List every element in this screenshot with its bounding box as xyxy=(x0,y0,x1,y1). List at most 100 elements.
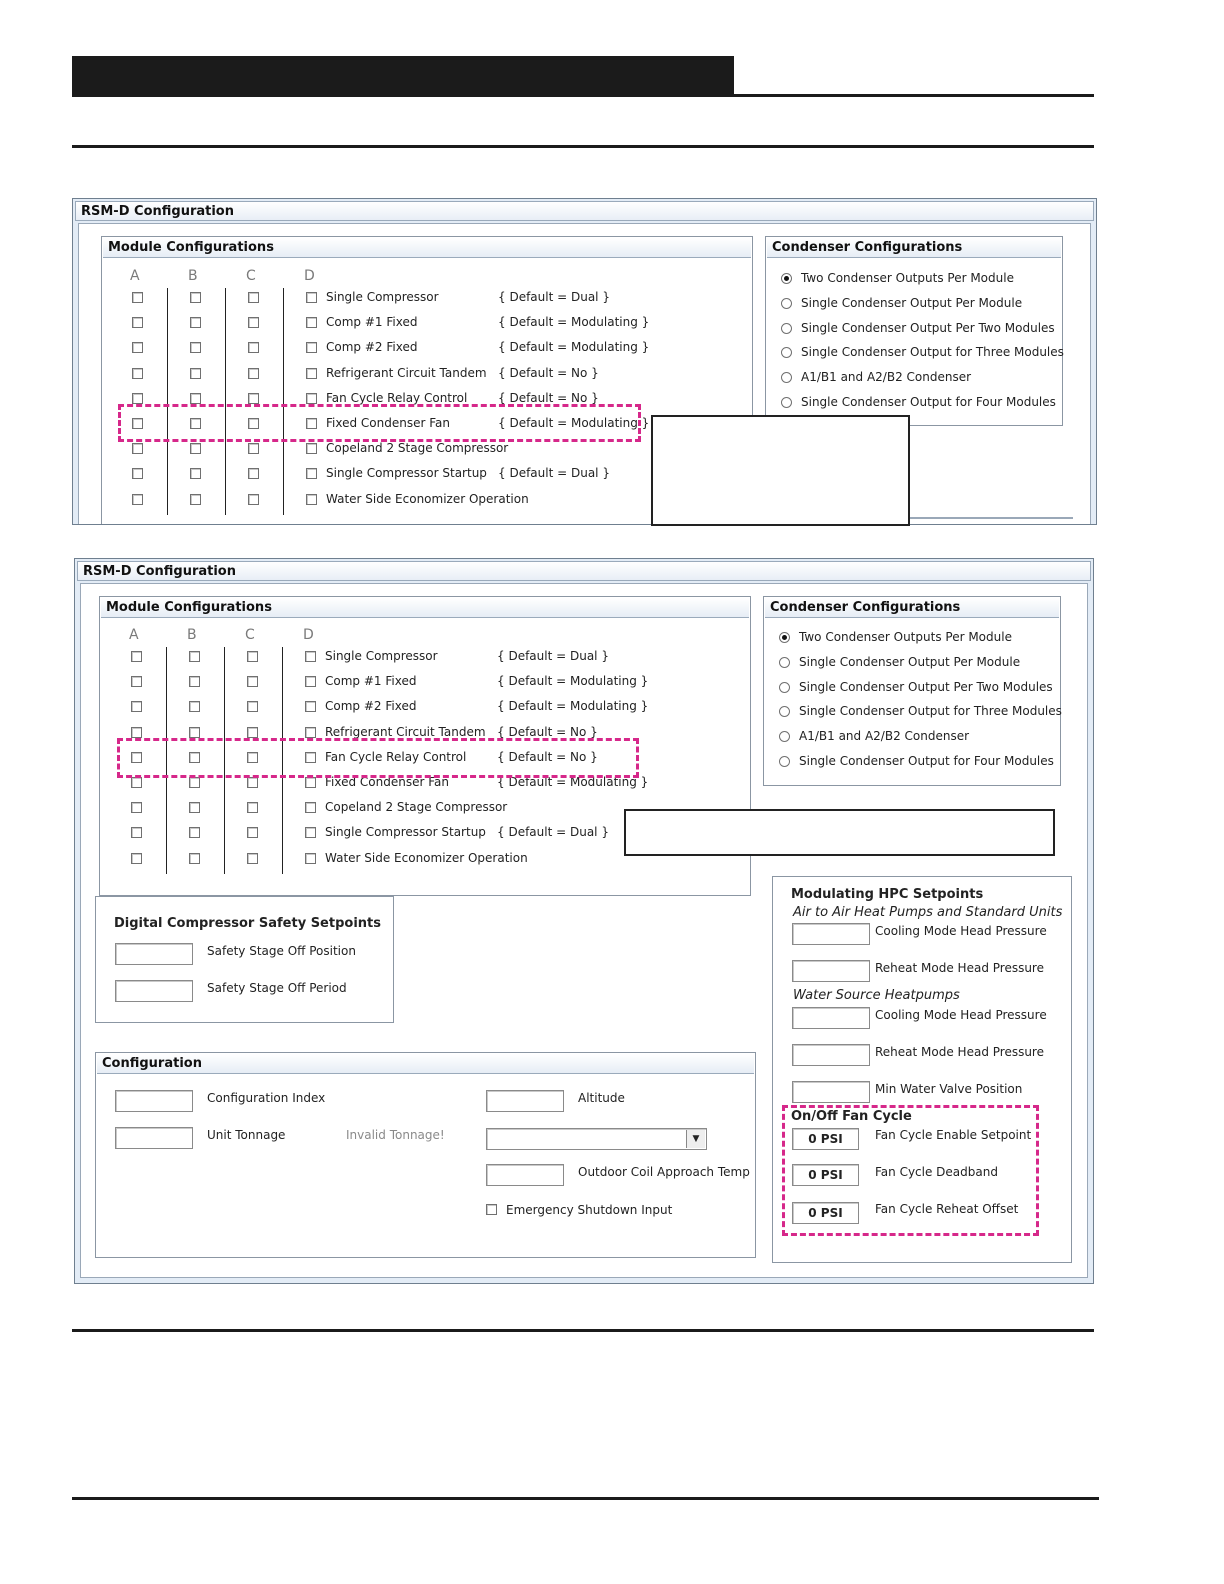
condenser-radio[interactable] xyxy=(781,347,792,359)
module-checkbox-b[interactable] xyxy=(190,392,201,404)
condenser-radio[interactable] xyxy=(779,681,790,693)
fan-cycle-enable-input[interactable]: 0 PSI xyxy=(792,1128,859,1150)
module-checkbox-c[interactable] xyxy=(247,751,258,763)
module-checkbox-a[interactable] xyxy=(131,802,142,814)
fan-cycle-deadband-input[interactable]: 0 PSI xyxy=(792,1164,859,1186)
module-checkbox-b[interactable] xyxy=(189,676,200,688)
fan-cycle-reheat-offset-input[interactable]: 0 PSI xyxy=(792,1202,859,1224)
tonnage-select[interactable]: ▼ xyxy=(486,1128,707,1150)
water-cooling-head-pressure-input[interactable] xyxy=(792,1007,870,1029)
module-checkbox-c[interactable] xyxy=(248,418,259,429)
emergency-shutdown-checkbox[interactable] xyxy=(486,1204,497,1215)
safety-stage-off-position-input[interactable] xyxy=(115,943,193,965)
module-checkbox-b[interactable] xyxy=(189,651,200,662)
module-checkbox-c[interactable] xyxy=(247,802,258,814)
module-checkbox-a[interactable] xyxy=(131,751,142,763)
chevron-down-icon[interactable]: ▼ xyxy=(686,1130,705,1148)
module-checkbox-b[interactable] xyxy=(190,443,201,455)
condenser-radio[interactable] xyxy=(781,273,792,284)
module-checkbox-b[interactable] xyxy=(190,493,201,505)
module-checkbox-c[interactable] xyxy=(247,676,258,688)
module-checkbox-c[interactable] xyxy=(247,827,258,839)
condenser-radio[interactable] xyxy=(779,756,790,767)
module-checkbox-d[interactable] xyxy=(305,777,316,788)
condenser-radio[interactable] xyxy=(781,297,792,309)
module-checkbox-b[interactable] xyxy=(190,292,201,303)
module-checkbox-a[interactable] xyxy=(132,367,143,379)
configuration-index-input[interactable] xyxy=(115,1090,193,1112)
module-checkbox-c[interactable] xyxy=(247,777,258,788)
condenser-radio[interactable] xyxy=(781,322,792,334)
module-checkbox-c[interactable] xyxy=(248,443,259,455)
module-checkbox-a[interactable] xyxy=(132,443,143,455)
min-water-valve-input[interactable] xyxy=(792,1081,870,1103)
module-checkbox-d[interactable] xyxy=(306,317,317,329)
module-checkbox-c[interactable] xyxy=(247,701,258,713)
air-reheat-head-pressure-input[interactable] xyxy=(792,960,870,982)
condenser-radio[interactable] xyxy=(779,731,790,743)
module-checkbox-b[interactable] xyxy=(190,418,201,429)
module-checkbox-b[interactable] xyxy=(190,317,201,329)
module-checkbox-a[interactable] xyxy=(132,317,143,329)
module-checkbox-d[interactable] xyxy=(306,418,317,429)
module-checkbox-d[interactable] xyxy=(305,676,316,688)
module-checkbox-c[interactable] xyxy=(248,292,259,303)
module-checkbox-d[interactable] xyxy=(306,392,317,404)
module-checkbox-d[interactable] xyxy=(306,367,317,379)
module-checkbox-a[interactable] xyxy=(131,676,142,688)
condenser-radio[interactable] xyxy=(781,372,792,384)
unit-tonnage-input[interactable] xyxy=(115,1127,193,1149)
condenser-radio[interactable] xyxy=(779,706,790,718)
module-checkbox-b[interactable] xyxy=(189,802,200,814)
condenser-radio[interactable] xyxy=(779,632,790,643)
module-checkbox-d[interactable] xyxy=(306,292,317,303)
altitude-input[interactable] xyxy=(486,1090,564,1112)
module-checkbox-d[interactable] xyxy=(305,701,316,713)
safety-stage-off-period-input[interactable] xyxy=(115,980,193,1002)
module-checkbox-b[interactable] xyxy=(189,701,200,713)
module-checkbox-a[interactable] xyxy=(132,418,143,429)
module-checkbox-a[interactable] xyxy=(132,342,143,354)
module-checkbox-d[interactable] xyxy=(305,726,316,738)
module-checkbox-d[interactable] xyxy=(305,651,316,662)
module-checkbox-a[interactable] xyxy=(131,651,142,662)
module-checkbox-b[interactable] xyxy=(190,367,201,379)
module-checkbox-c[interactable] xyxy=(248,468,259,480)
module-checkbox-c[interactable] xyxy=(248,493,259,505)
air-cooling-head-pressure-input[interactable] xyxy=(792,923,870,945)
module-checkbox-d[interactable] xyxy=(305,827,316,839)
module-checkbox-b[interactable] xyxy=(190,468,201,480)
module-checkbox-b[interactable] xyxy=(189,777,200,788)
module-checkbox-c[interactable] xyxy=(248,342,259,354)
condenser-radio[interactable] xyxy=(779,656,790,668)
condenser-radio[interactable] xyxy=(781,397,792,408)
module-checkbox-d[interactable] xyxy=(305,852,316,864)
module-checkbox-c[interactable] xyxy=(247,651,258,662)
module-checkbox-b[interactable] xyxy=(189,726,200,738)
module-checkbox-a[interactable] xyxy=(132,292,143,303)
outdoor-coil-approach-input[interactable] xyxy=(486,1164,564,1186)
module-checkbox-d[interactable] xyxy=(305,802,316,814)
module-checkbox-a[interactable] xyxy=(131,726,142,738)
module-checkbox-b[interactable] xyxy=(190,342,201,354)
module-checkbox-a[interactable] xyxy=(131,827,142,839)
module-checkbox-d[interactable] xyxy=(306,493,317,505)
module-checkbox-c[interactable] xyxy=(247,726,258,738)
module-checkbox-a[interactable] xyxy=(131,777,142,788)
module-checkbox-d[interactable] xyxy=(305,751,316,763)
module-checkbox-c[interactable] xyxy=(248,317,259,329)
module-checkbox-b[interactable] xyxy=(189,827,200,839)
module-checkbox-a[interactable] xyxy=(132,468,143,480)
water-reheat-head-pressure-input[interactable] xyxy=(792,1044,870,1066)
module-checkbox-c[interactable] xyxy=(248,392,259,404)
module-checkbox-c[interactable] xyxy=(248,367,259,379)
module-checkbox-a[interactable] xyxy=(132,493,143,505)
module-checkbox-b[interactable] xyxy=(189,751,200,763)
module-checkbox-a[interactable] xyxy=(131,701,142,713)
module-checkbox-d[interactable] xyxy=(306,443,317,455)
module-checkbox-c[interactable] xyxy=(247,852,258,864)
module-checkbox-d[interactable] xyxy=(306,342,317,354)
module-checkbox-a[interactable] xyxy=(131,852,142,864)
module-checkbox-d[interactable] xyxy=(306,468,317,480)
module-checkbox-a[interactable] xyxy=(132,392,143,404)
